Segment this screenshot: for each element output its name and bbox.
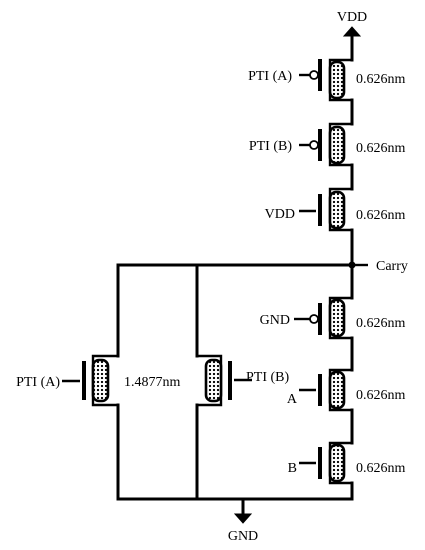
p3-gate-label: VDD: [265, 207, 295, 222]
p2-width-label: 0.626nm: [356, 141, 406, 156]
p2-gate-label: PTI (B): [249, 139, 293, 154]
transistor-n3: [299, 441, 352, 485]
parallel-branch-wires: [116, 263, 199, 501]
transistor-n2: [299, 368, 352, 412]
n3-width-label: 0.626nm: [356, 461, 406, 476]
n3-gate-label: B: [288, 461, 297, 476]
ground-bus: [116, 497, 354, 524]
n1-width-label: 0.626nm: [356, 316, 406, 331]
transistor-p1: [299, 58, 352, 102]
p3-width-label: 0.626nm: [356, 208, 406, 223]
transistor-p3: [299, 187, 352, 232]
vdd-top-label: VDD: [337, 10, 367, 25]
transistor-p2: [299, 122, 352, 167]
middle-gate-label: PTI (B): [246, 370, 290, 385]
carry-node-bus: [116, 261, 368, 269]
gnd-bottom-label: GND: [228, 529, 258, 544]
p1-gate-label: PTI (A): [248, 69, 292, 84]
n2-gate-label: A: [287, 392, 298, 407]
transistor-n1: [294, 296, 352, 340]
transistor-left: [62, 354, 118, 407]
carry-label: Carry: [376, 259, 408, 274]
transistor-middle: [197, 354, 252, 407]
p1-width-label: 0.626nm: [356, 72, 406, 87]
left-gate-label: PTI (A): [16, 375, 60, 390]
left-width-label: 1.4877nm: [124, 375, 181, 390]
n2-width-label: 0.626nm: [356, 388, 406, 403]
n1-gate-label: GND: [260, 313, 290, 328]
vdd-supply-arrow: [342, 26, 362, 54]
